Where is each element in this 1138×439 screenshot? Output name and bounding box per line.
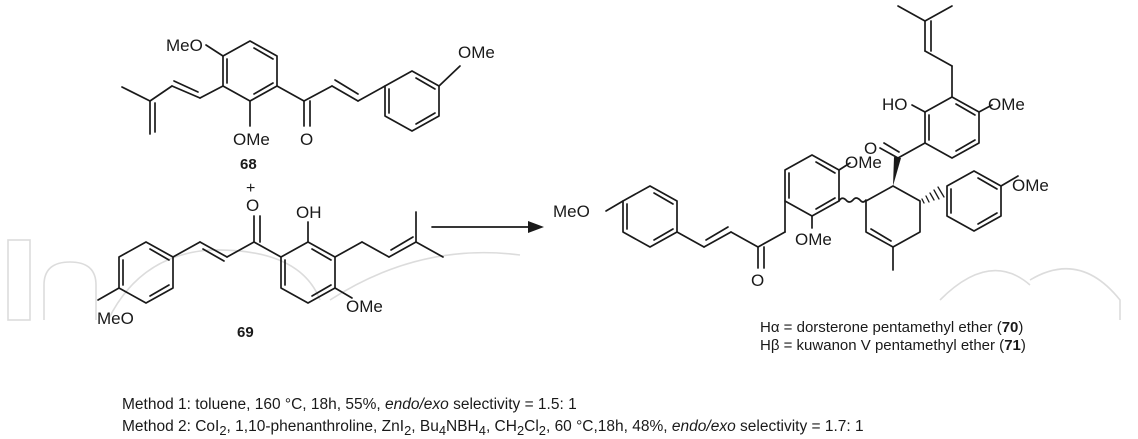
watermark-logo (7, 239, 1121, 321)
legend-line-71: Hβ = kuwanon V pentamethyl ether (71) (760, 337, 1026, 354)
legend-line-70: Hα = dorsterone pentamethyl ether (70) (760, 319, 1024, 336)
methoxy-label: OMe (458, 43, 495, 62)
hashed-bond (921, 186, 945, 204)
method-1-conditions: Method 1: toluene, 160 °C, 18h, 55%, end… (122, 396, 577, 413)
oxygen-label: O (246, 196, 259, 215)
methoxy-label: OMe (988, 95, 1025, 114)
product-structure (605, 5, 1019, 271)
oxygen-label: O (751, 271, 764, 290)
methoxy-label: OMe (795, 230, 832, 249)
methoxy-label: OMe (1012, 176, 1049, 195)
methoxy-label: MeO (166, 36, 203, 55)
oxygen-label: O (300, 130, 313, 149)
methoxy-label: OMe (346, 297, 383, 316)
structure-69 (97, 211, 444, 304)
methoxy-label: OMe (845, 153, 882, 172)
hydroxyl-label: HO (882, 95, 908, 114)
plus-sign: + (246, 180, 255, 197)
reaction-arrow (431, 221, 544, 233)
compound-68-label: 68 (240, 156, 257, 173)
hydroxyl-label: OH (296, 203, 322, 222)
methoxy-label: MeO (553, 202, 590, 221)
oxygen-label: O (864, 139, 877, 158)
methoxy-label: MeO (97, 309, 134, 328)
compound-69-label: 69 (237, 324, 254, 341)
methoxy-label: OMe (233, 130, 270, 149)
structure-68 (121, 40, 461, 135)
method-2-conditions: Method 2: CoI2, 1,10-phenanthroline, ZnI… (122, 418, 864, 439)
